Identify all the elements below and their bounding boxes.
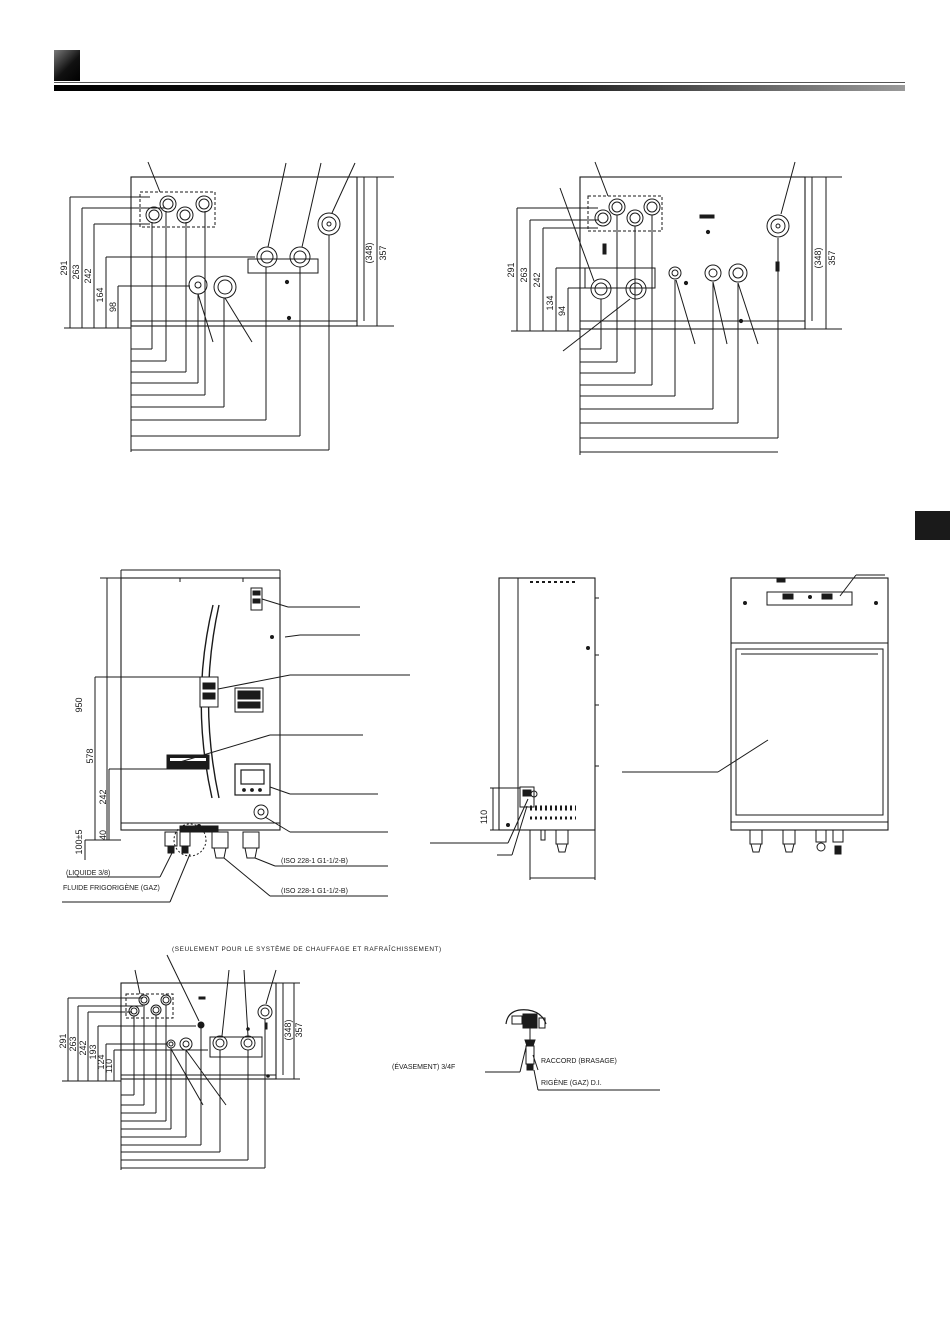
header-square <box>54 50 80 81</box>
side-view <box>430 577 599 880</box>
dim-110: 110 <box>479 810 489 824</box>
rigene-label: RIGÈNE (GAZ) D.I. <box>541 1078 602 1087</box>
iso-label-1: (ISO 228-1 G1-1/2-B) <box>281 858 348 865</box>
front-view-text: 950 578 242 40 100±5 (ISO 228-1 G1-1/2-B… <box>63 697 348 895</box>
side-tab <box>915 511 950 540</box>
dim-291: 291 <box>58 1033 68 1048</box>
dim-94: 94 <box>557 306 567 316</box>
left-dimension-lines <box>64 196 255 329</box>
dim-242: 242 <box>78 1040 88 1055</box>
dim-263: 263 <box>68 1036 78 1051</box>
dim-193: 193 <box>88 1044 98 1059</box>
dim-110: 110 <box>104 1059 114 1073</box>
dim-263: 263 <box>71 264 81 279</box>
dim-100: 100±5 <box>74 830 84 855</box>
pipe-connections <box>145 195 341 321</box>
dim-242: 242 <box>532 272 542 287</box>
dim-578: 578 <box>85 748 95 763</box>
dim-348: (348) <box>364 242 374 263</box>
top-right-dimension-text: 263 291 242 134 94 (348) 357 <box>506 247 837 316</box>
top-left-dimension-text: 291 263 242 164 98 (348) 357 <box>59 242 388 312</box>
header-rule-thin <box>54 82 905 83</box>
top-left-view <box>64 161 394 452</box>
side-view-text: 110 <box>479 810 489 824</box>
dim-242: 242 <box>98 789 108 804</box>
rear-view <box>622 574 889 855</box>
dim-164: 164 <box>95 287 105 302</box>
dim-134: 134 <box>545 295 555 310</box>
front-view <box>62 569 410 903</box>
bottom-dimension-lines <box>130 211 330 452</box>
raccord-label: RACCORD (BRASAGE) <box>541 1058 617 1065</box>
dim-348: (348) <box>283 1019 293 1040</box>
dim-357: 357 <box>294 1022 304 1037</box>
dim-291: 291 <box>59 260 69 275</box>
top-right-view <box>511 161 842 455</box>
gaz-label: FLUIDE FRIGORIGÈNE (GAZ) <box>63 883 160 892</box>
dim-263: 263 <box>519 267 529 282</box>
liquide-label: (LIQUIDE 3/8) <box>66 870 110 877</box>
dim-40: 40 <box>98 830 108 840</box>
dim-98: 98 <box>108 302 118 312</box>
bottom-view <box>62 954 300 1170</box>
dim-242: 242 <box>83 268 93 283</box>
evasement-label: (ÉVASEMENT) 3/4F <box>392 1062 455 1071</box>
dim-950: 950 <box>74 697 84 712</box>
header-rule <box>54 85 905 91</box>
dim-124: 124 <box>96 1054 106 1069</box>
dim-357: 357 <box>378 245 388 260</box>
heating-cooling-note: (SEULEMENT POUR LE SYSTÈME DE CHAUFFAGE … <box>172 944 442 953</box>
dim-357: 357 <box>827 250 837 265</box>
dim-348: (348) <box>813 247 823 268</box>
iso-label-2: (ISO 228-1 G1-1/2-B) <box>281 888 348 895</box>
dim-291: 291 <box>506 262 516 277</box>
fitting-detail-text: (ÉVASEMENT) 3/4F RACCORD (BRASAGE) RIGÈN… <box>392 1058 617 1087</box>
bottom-view-text: (SEULEMENT POUR LE SYSTÈME DE CHAUFFAGE … <box>58 944 442 1073</box>
fitting-detail <box>485 1009 660 1091</box>
